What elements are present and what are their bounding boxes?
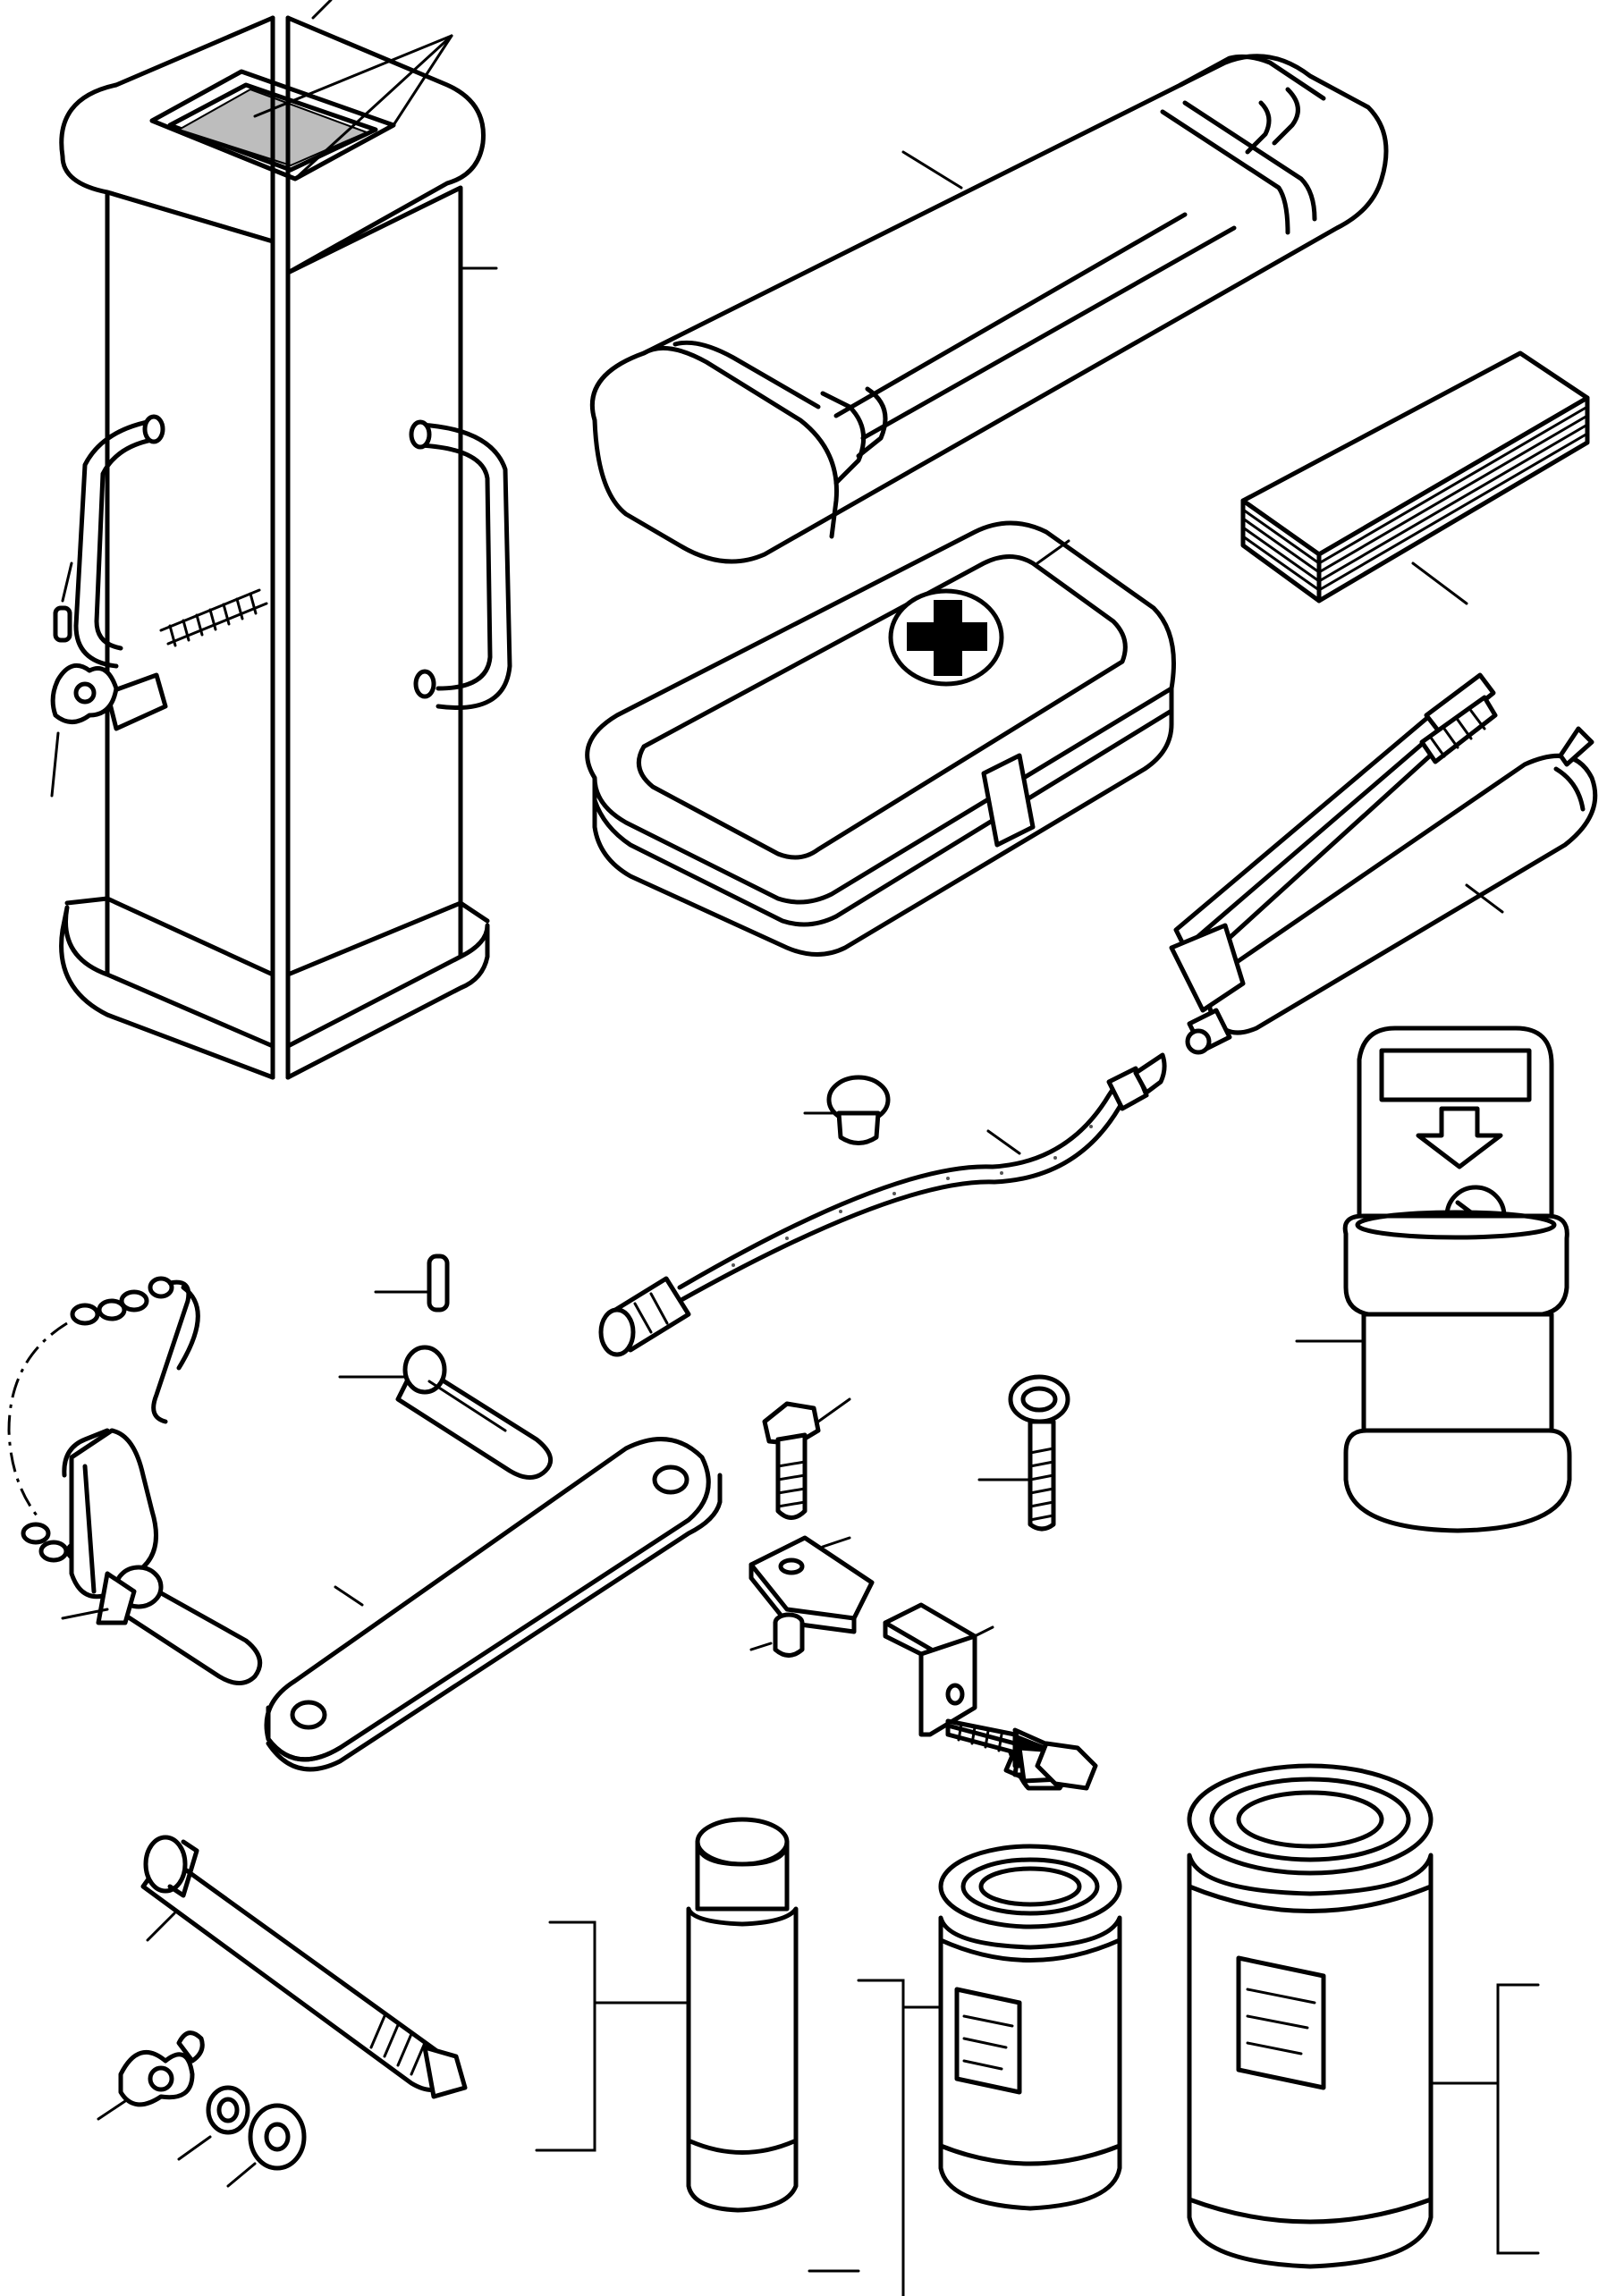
flat-washer: [226, 2103, 307, 2188]
small-paint-tin: [808, 1844, 1122, 2296]
warning-triangle-case: [589, 54, 1389, 564]
linch-pin-with-chain: [7, 1276, 200, 1600]
link-bar: [264, 1437, 723, 1772]
fire-extinguisher: [1295, 1026, 1572, 1533]
hex-bolt: [762, 1397, 851, 1520]
clevis-pin: [338, 1345, 554, 1480]
label-sheets-stack: [1240, 350, 1590, 605]
grease-hose: [598, 1052, 1167, 1357]
wing-nut: [97, 2030, 205, 2121]
tow-pin: [61, 1565, 263, 1685]
grease-gun: [1169, 672, 1598, 1055]
first-aid-kit: [585, 520, 1176, 957]
angle-bracket: [883, 1602, 994, 1737]
flange-bolt: [945, 1718, 1098, 1791]
spray-can: [535, 1817, 799, 2213]
mounting-plate: [749, 1535, 875, 1634]
large-paint-tin: [1187, 1763, 1540, 2269]
threaded-shaft: [140, 1835, 468, 2099]
spacer-bushing: [749, 1612, 805, 1658]
eye-bolt: [977, 1374, 1070, 1532]
rubber-plug: [803, 1075, 891, 1145]
lock-washer: [177, 2085, 250, 2161]
roll-pin: [374, 1254, 450, 1313]
tool-box-cabinet: [50, 0, 512, 1080]
